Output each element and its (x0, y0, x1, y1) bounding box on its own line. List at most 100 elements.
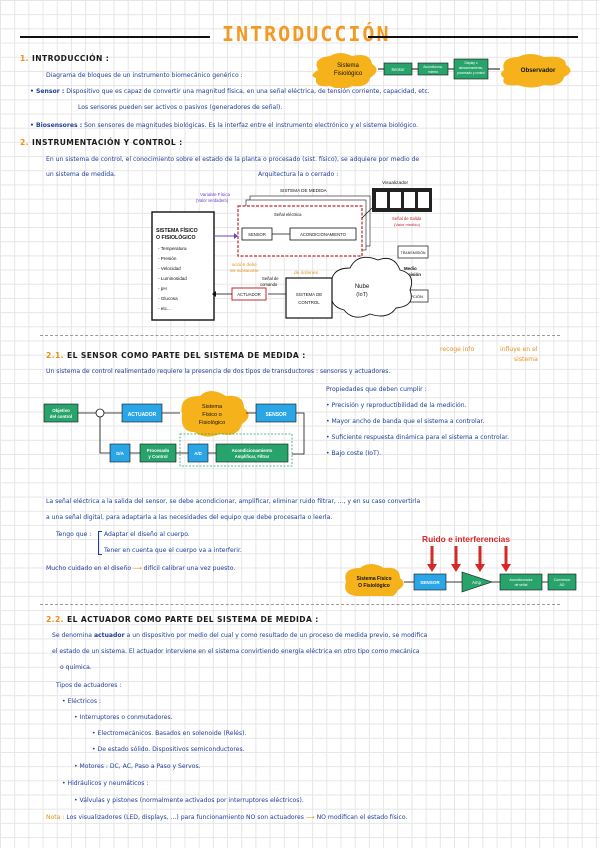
noise-diagram: Ruido e interferencias Sistema Físico O … (345, 534, 577, 596)
section-2-1-heading: 2.1. EL SENSOR COMO PARTE DEL SISTEMA DE… (46, 351, 306, 360)
actuador-label: ACTUADOR (237, 292, 261, 297)
da-label: D/A (116, 451, 124, 456)
senal-para-2: a una señal digital, para adaptarla a la… (46, 514, 333, 521)
noise-acond-label-2: de señal (515, 583, 528, 587)
acond-label-1: Acondiciona- (423, 65, 443, 69)
actuador-block-label: ACTUADOR (128, 412, 157, 418)
acond-label-1: Acondicionamiento (232, 448, 273, 453)
control-label-2: CONTROL (298, 300, 320, 305)
amp-triangle (461, 571, 493, 593)
digit-4 (418, 192, 429, 208)
physical-variable-item: - Presión (158, 256, 177, 261)
sensor-box-label: SENSOR (248, 232, 266, 237)
def-b: actuador (93, 632, 125, 639)
actuador-def-3: o química. (60, 664, 92, 671)
display-label-2: almacenamiento, (459, 66, 483, 70)
summing-junction (95, 408, 105, 418)
noise-acond-label-1: Acondicionador (509, 578, 533, 582)
nube-cloud (330, 256, 413, 318)
acond-block (215, 443, 289, 463)
noise-conv (547, 573, 577, 591)
feedback-right (292, 412, 305, 455)
digit-3 (404, 192, 415, 208)
control-box (285, 277, 333, 319)
senal-para-1: La señal eléctrica a la salida del senso… (46, 498, 421, 505)
physical-variable-item: - pH (158, 286, 167, 291)
electricos-label: • Eléctricos : (62, 698, 102, 705)
noise-sys-label-1: Sistema Físico (356, 576, 391, 582)
props-title: Propiedades que deben cumplir : (326, 386, 427, 393)
def-c: a un dispositivo por medio del cual y co… (124, 632, 428, 639)
acond-box-label: ACONDICIONAMIENTO (300, 232, 346, 237)
section-2-heading: 2. INSTRUMENTACIÓN Y CONTROL : (20, 138, 183, 147)
procesado-block (139, 443, 177, 463)
control-text-1: En un sistema de control, el conocimient… (46, 156, 420, 163)
noise-arrowhead-4 (501, 564, 511, 572)
noise-arrowhead-2 (451, 564, 461, 572)
sistema-cloud (181, 391, 249, 437)
senal-mando-2: comando (260, 282, 278, 287)
physical-variable-item: - Velocidad (158, 266, 181, 271)
objetivo-block (43, 403, 79, 423)
transmision-label: TRANSMISIÓN (401, 250, 426, 255)
observador-label: Observador (521, 67, 556, 74)
title-rule-left (20, 36, 210, 38)
motores-item: • Motores : DC, AC, Paso a Paso y Servos… (74, 763, 201, 770)
cuidado-text: Mucho cuidado en el diseño ⟶ difícil cal… (46, 565, 235, 573)
section-number: 1. (20, 54, 29, 63)
section-separator-2 (40, 604, 560, 605)
actuador-def-1: Se denomina actuador a un dispositivo po… (52, 632, 427, 640)
noise-sys-cloud (345, 564, 404, 596)
prop-2: • Mayor ancho de banda que el sistema a … (326, 418, 485, 425)
prop-3: • Suficiente respuesta dinámica para el … (326, 434, 510, 441)
variable-fisica-label: Variable Física (200, 192, 230, 197)
control-text-2: un sistema de medida. (46, 171, 116, 178)
section-number: 2.1. (46, 351, 64, 360)
biosensor-text: Son sensores de magnitudes biológicas. E… (84, 122, 419, 129)
noise-arrowhead-3 (475, 564, 485, 572)
sistema-label-2: Físico o (202, 412, 222, 418)
tengo-item-2: Tener en cuenta que el cuerpo va a inter… (104, 547, 242, 554)
digit-2 (390, 192, 401, 208)
note-influye: influye en el (500, 346, 538, 353)
tipos-label: Tipos de actuadores : (56, 682, 122, 689)
nota-label: Nota : (46, 814, 65, 821)
prop-4: • Bajo coste (IoT). (326, 450, 382, 457)
feedback-diagram: Objetivo del control ACTUADOR Sistema Fí… (43, 391, 305, 467)
section-1-heading: 1. INTRODUCCIÓN : (20, 54, 109, 63)
cuidado-a: Mucho cuidado en el diseño (46, 565, 132, 572)
actuador-def-2: el estado de un sistema. El actuador int… (52, 648, 420, 655)
noise-conv-label-1: Conversor (554, 578, 571, 582)
architecture-label: Arquitectura la o cerrado : (258, 171, 339, 178)
procesado-label-1: Procesado (147, 448, 170, 453)
feedback-left (99, 417, 110, 454)
section-title: INSTRUMENTACIÓN Y CONTROL : (32, 138, 183, 147)
valor-verdadero-label: (Valor verdadero) (196, 198, 229, 203)
tengo-label: Tengo que : (56, 531, 92, 538)
closed-loop-diagram: SISTEMA FÍSICO O FISIOLÓGICO - Temperatu… (151, 180, 432, 321)
noise-arrowhead-1 (427, 564, 437, 572)
digit-1 (376, 192, 387, 208)
sensor-block-label: SENSOR (265, 412, 287, 418)
interruptores-item: • Interruptores o conmutadores. (74, 714, 173, 721)
sistema-fisico-box (151, 211, 215, 321)
accion-label-1: acción debe (232, 262, 257, 267)
section-title: EL SENSOR COMO PARTE DEL SISTEMA DE MEDI… (66, 351, 306, 360)
hidraulicos-label: • Hidráulicos y neumáticos : (62, 780, 149, 787)
diagram-caption: Diagrama de bloques de un instrumento bi… (46, 72, 243, 79)
objetivo-label-2: del control (50, 414, 72, 419)
transmision-box (397, 245, 429, 259)
note-sistema: sistema (514, 356, 538, 363)
sensor-def-2: Los sensores pueden ser activos o pasivo… (78, 104, 283, 111)
biosensor-label: • Biosensores : (30, 122, 83, 129)
acond-box (289, 227, 357, 241)
biosensor-def: • Biosensores : Son sensores de magnitud… (30, 122, 418, 130)
ad-label: A/D (194, 451, 202, 456)
section-title: INTRODUCCIÓN : (32, 54, 110, 63)
sensor-def: • Sensor : Dispositivo que es capaz de c… (30, 88, 430, 96)
page-title: INTRODUCCIÓN (222, 22, 391, 46)
amp-label: Amp (472, 580, 482, 585)
senal-mando-1: Señal de (262, 276, 279, 281)
fisiologico-label: Fisiológico (334, 71, 363, 77)
arrow-icon: ⟶ (305, 814, 315, 821)
